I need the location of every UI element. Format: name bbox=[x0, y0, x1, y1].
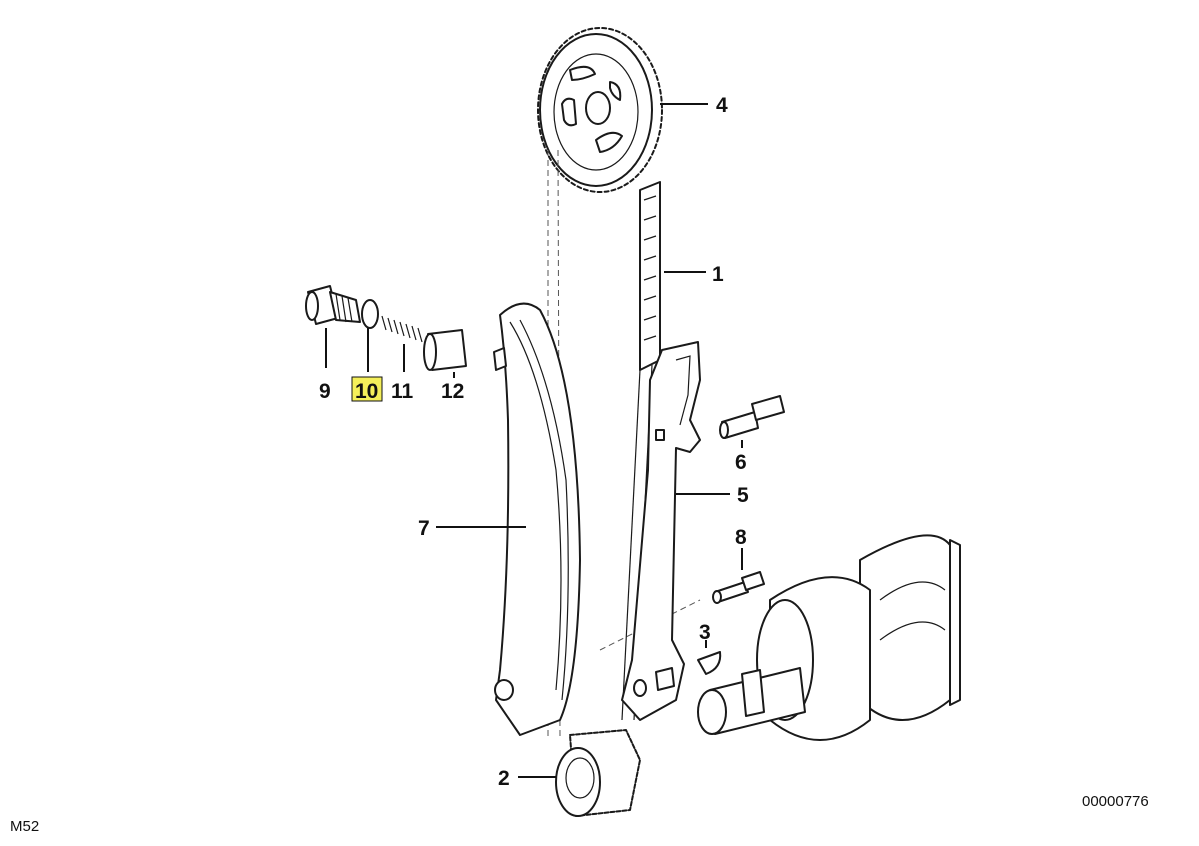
drawing-number: 00000776 bbox=[1082, 793, 1149, 810]
callout-1[interactable]: 1 bbox=[712, 263, 724, 286]
leader-lines bbox=[325, 103, 743, 778]
guide-pin-drawing bbox=[712, 571, 765, 604]
crankshaft-drawing bbox=[697, 534, 961, 741]
tensioner-rail-drawing bbox=[621, 341, 701, 721]
callout-7[interactable]: 7 bbox=[418, 517, 430, 540]
callout-5[interactable]: 5 bbox=[737, 484, 749, 507]
guide-rail-drawing bbox=[493, 302, 581, 736]
callout-3[interactable]: 3 bbox=[699, 621, 711, 644]
callout-2[interactable]: 2 bbox=[498, 767, 510, 790]
callout-11[interactable]: 11 bbox=[391, 380, 414, 403]
callout-10[interactable]: 10 bbox=[355, 380, 378, 403]
callout-12[interactable]: 12 bbox=[441, 380, 464, 403]
callout-4[interactable]: 4 bbox=[716, 94, 728, 117]
callout-8[interactable]: 8 bbox=[735, 526, 747, 549]
model-code: M52 bbox=[10, 818, 39, 835]
chain-tensioner-drawing bbox=[305, 285, 467, 371]
callout-9[interactable]: 9 bbox=[319, 380, 331, 403]
callouts: 4 1 9 10 11 12 6 5 7 8 3 2 bbox=[319, 94, 749, 790]
rail-pin-drawing bbox=[719, 395, 785, 439]
woodruff-key-drawing bbox=[697, 651, 722, 675]
highlight-box bbox=[351, 376, 383, 402]
camshaft-sprocket-drawing bbox=[537, 27, 663, 193]
callout-6[interactable]: 6 bbox=[735, 451, 747, 474]
crankshaft-sprocket-drawing bbox=[555, 729, 641, 817]
